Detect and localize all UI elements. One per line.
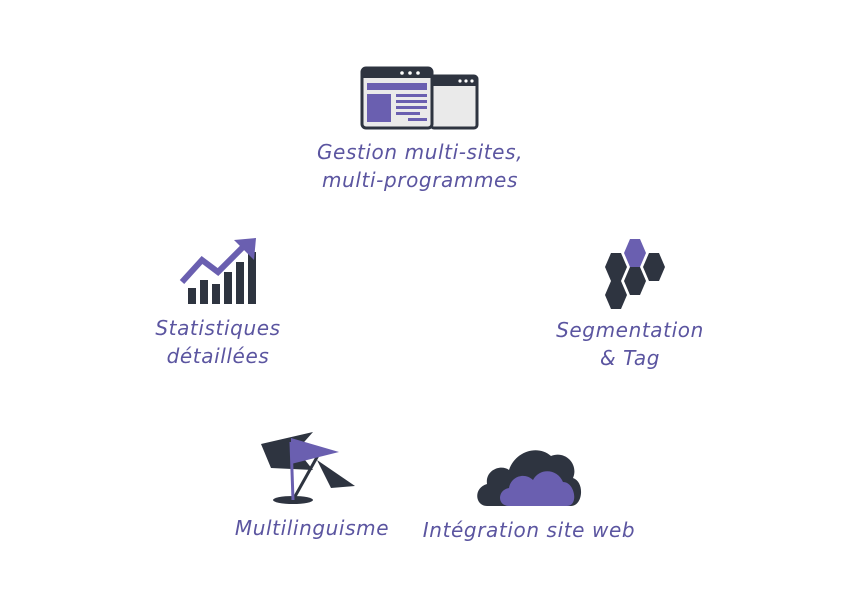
feature-statistics: Statistiques détaillées [138,236,298,370]
flags-icon [261,432,355,504]
label-line-1: Statistiques [155,316,281,340]
feature-multilingual: Multilinguisme [222,430,402,542]
feature-label: Statistiques détaillées [155,314,280,370]
trending-chart-icon [179,238,256,304]
feature-label: Intégration site web [423,516,635,544]
label-line-1: Segmentation [556,318,704,342]
label-line-1: Gestion multi-sites, [316,140,524,164]
hexagons-icon [605,239,665,309]
cloud-icon [477,450,582,506]
label-line-2: multi-programmes [322,168,518,192]
feature-multi-sites: Gestion multi-sites, multi-programmes [300,66,540,194]
label-line-1: Multilinguisme [234,516,390,540]
feature-label: Gestion multi-sites, multi-programmes [317,138,523,194]
feature-label: Multilinguisme [235,514,389,542]
browser-windows-icon [360,66,479,130]
label-line-1: Intégration site web [422,518,636,542]
feature-segmentation: Segmentation & Tag [540,238,720,372]
feature-label: Segmentation & Tag [556,316,704,372]
label-line-2: détaillées [166,344,270,368]
feature-web-integration: Intégration site web [414,438,644,544]
label-line-2: & Tag [599,346,661,370]
